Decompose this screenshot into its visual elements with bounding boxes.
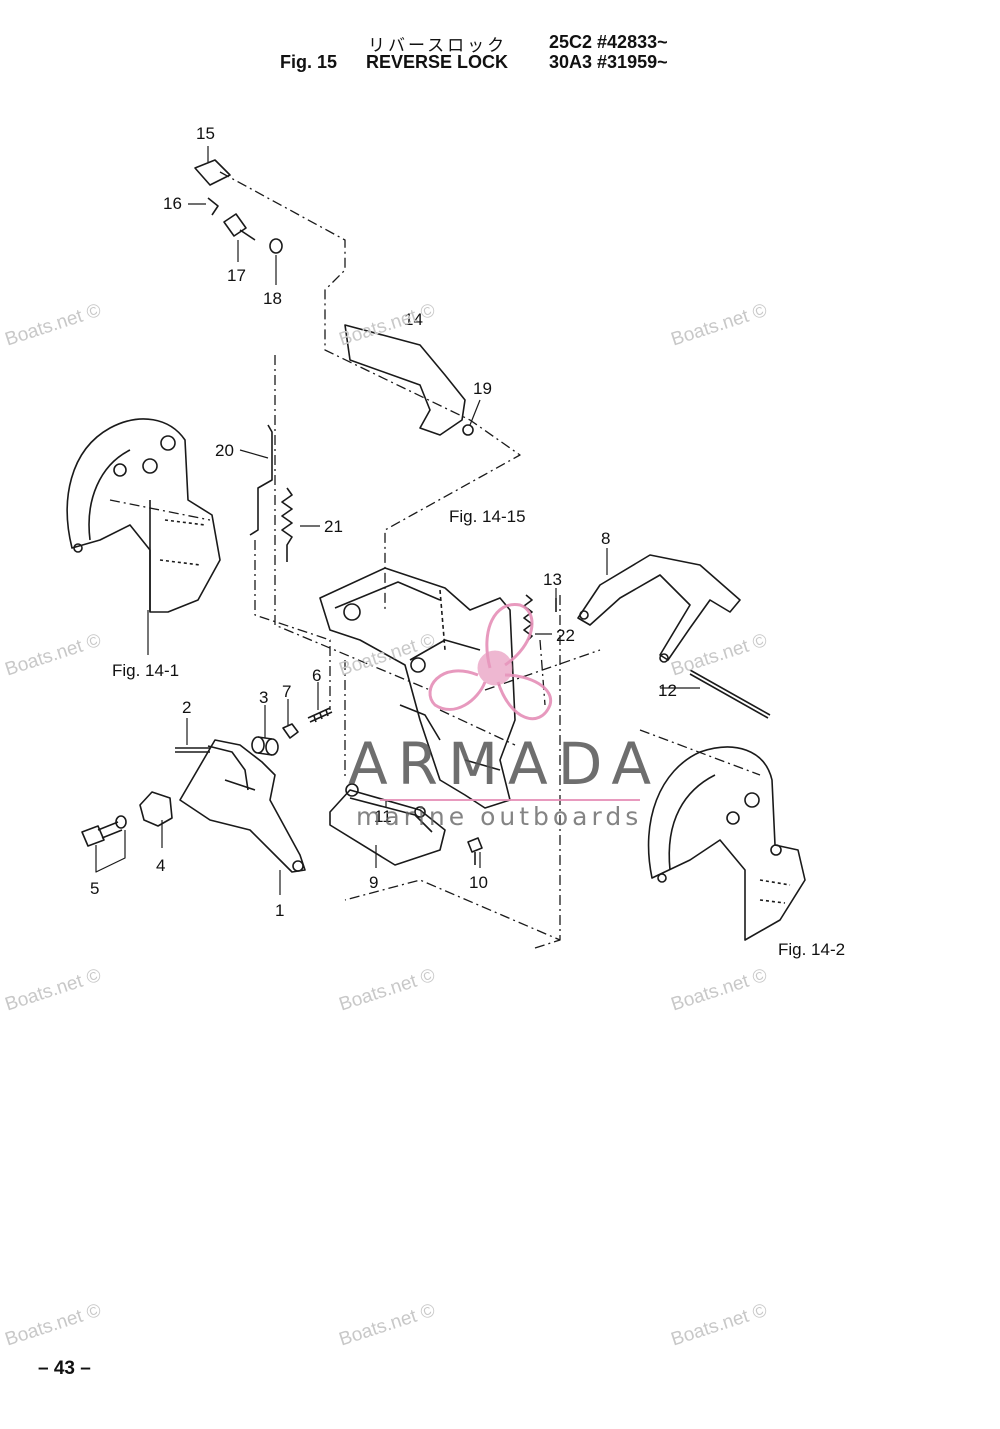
part-11-spacer [414,806,426,818]
figure-number: Fig. 15 [280,52,338,72]
part-1-bracket [179,739,306,873]
callout-18: 18 [263,289,282,308]
callout-5: 5 [90,879,99,898]
callout-3: 3 [259,688,268,707]
japanese-title: リバースロック [368,36,508,56]
callout-8: 8 [601,529,610,548]
fig-ref-14-2: Fig. 14-2 [778,940,845,959]
part-21-spring [281,487,293,562]
part-9-stopper [329,783,446,866]
brand-name: ARMADA [348,730,662,798]
diagram-title: REVERSE LOCK [366,52,509,72]
callout-labels: 1 2 3 4 5 6 7 8 9 10 11 12 13 14 15 16 1… [90,124,677,920]
callout-9: 9 [369,873,378,892]
part-3-collar [251,736,279,756]
part-16-pin [207,197,219,216]
part-17-bolt [223,213,256,241]
part-4-plate [139,791,173,827]
part-7-nut [282,723,299,739]
callout-4: 4 [156,856,165,875]
callout-14: 14 [404,310,423,329]
bracket-fig-14-2 [647,746,806,941]
callout-22: 22 [556,626,575,645]
bracket-fig-14-1 [66,418,221,613]
part-14-lever [344,324,474,436]
callout-13: 13 [543,570,562,589]
part-10-screw [467,837,483,865]
part-18-washer [269,238,283,254]
part-20-rod [249,424,273,536]
callout-16: 16 [163,194,182,213]
brand-tagline: marine outboards [356,802,643,831]
callout-19: 19 [473,379,492,398]
fig-ref-14-15: Fig. 14-15 [449,507,526,526]
callout-21: 21 [324,517,343,536]
callout-11: 11 [374,807,392,826]
part-15-clip [194,159,231,186]
callout-1: 1 [275,901,284,920]
callout-7: 7 [282,682,291,701]
fig-ref-14-1: Fig. 14-1 [112,661,179,680]
callout-6: 6 [312,666,321,685]
model-range-1: 25C2 #42833~ [549,32,668,52]
part-2-pin [175,747,210,753]
callout-10: 10 [469,873,488,892]
callout-20: 20 [215,441,234,460]
callout-12: 12 [658,681,677,700]
model-range-2: 30A3 #31959~ [549,52,668,72]
part-8-arm [577,554,741,663]
callout-2: 2 [182,698,191,717]
part-12-rod [689,669,771,719]
callout-15: 15 [196,124,215,143]
armada-propeller-logo [380,603,640,801]
part-5-bolt [81,815,127,847]
part-6-screw [307,707,333,723]
callout-17: 17 [227,266,246,285]
page-number: – 43 – [38,1358,91,1379]
